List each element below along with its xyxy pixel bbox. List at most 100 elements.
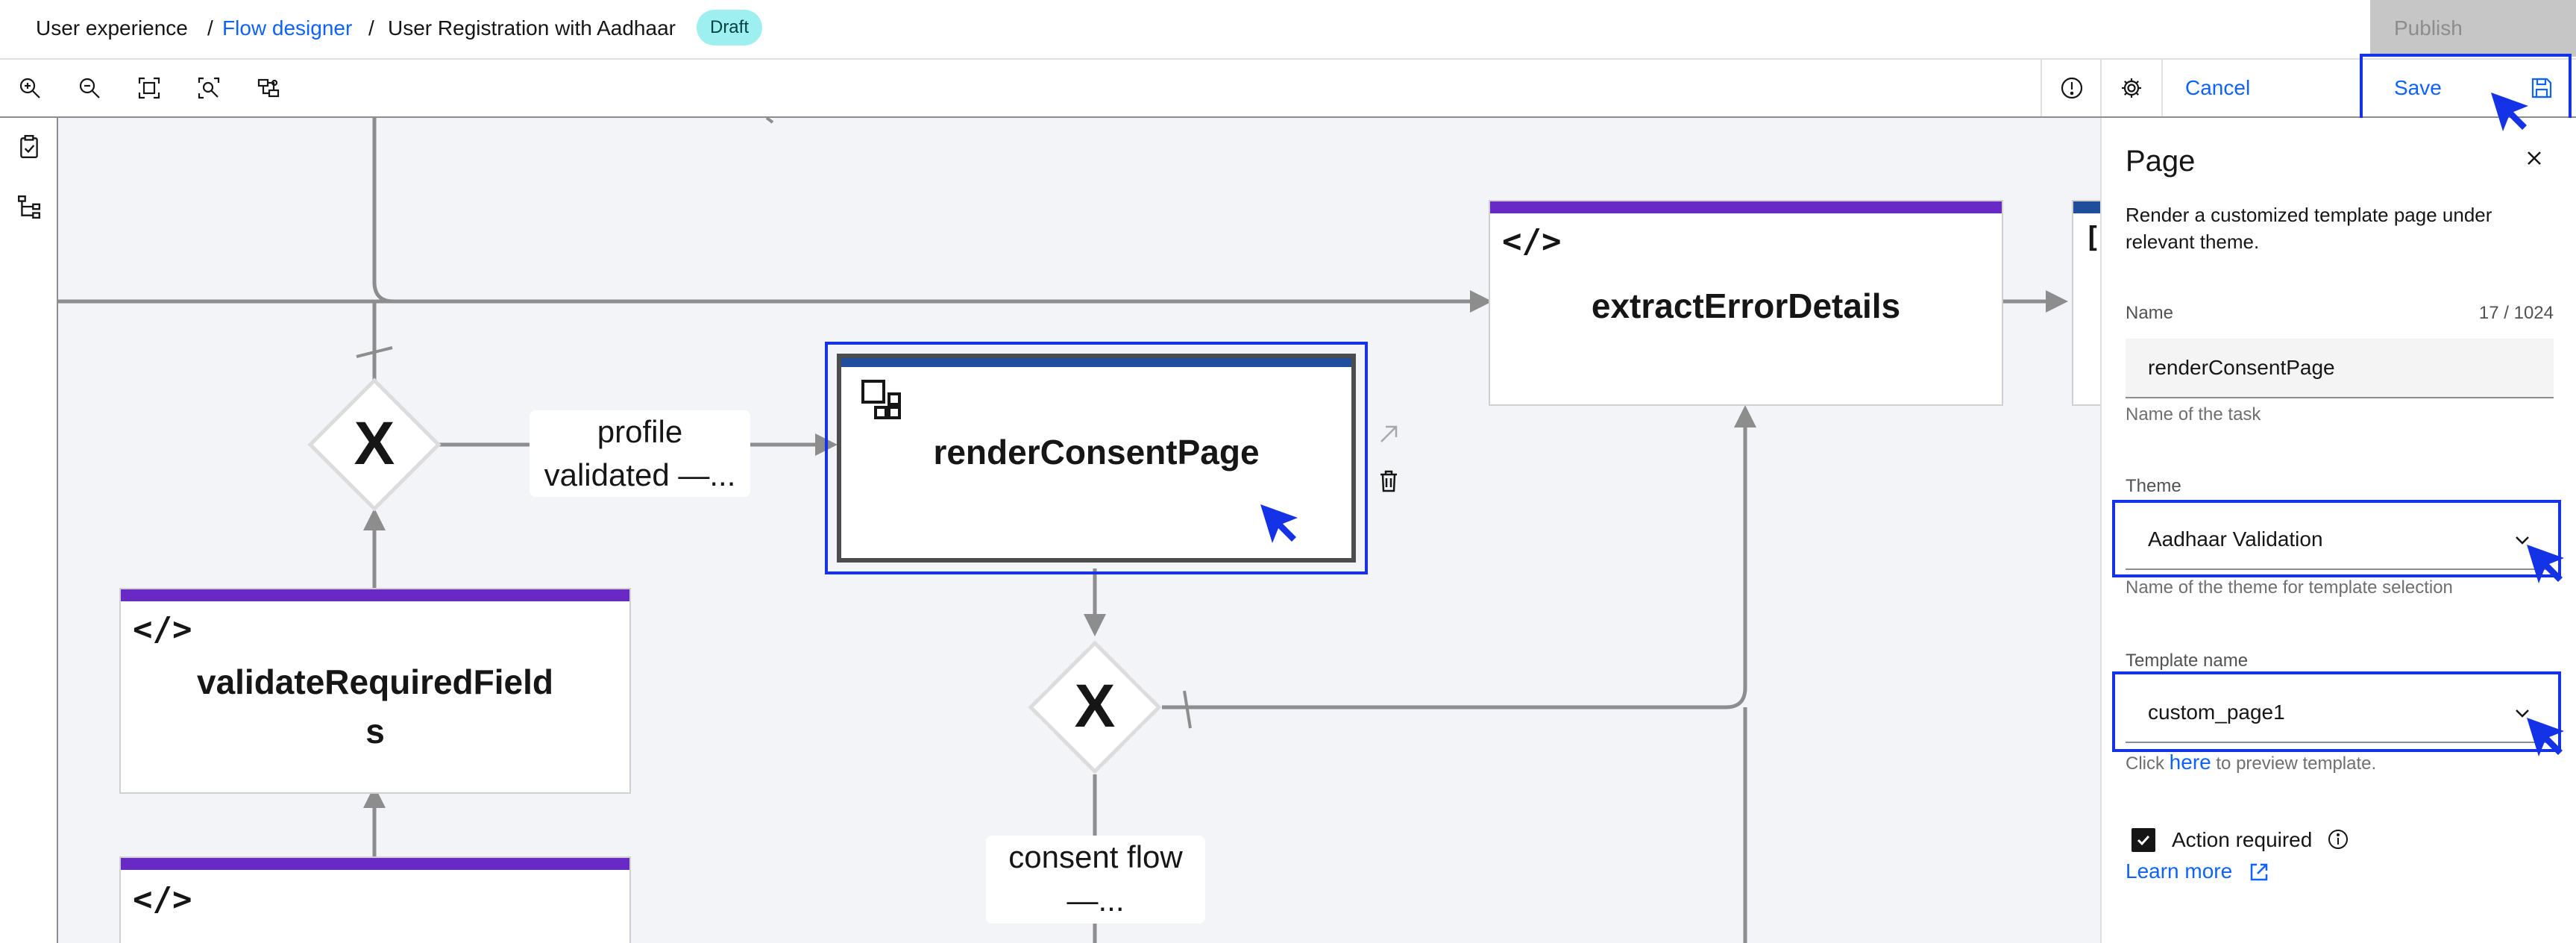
gear-icon (2122, 78, 2141, 98)
task-node-validate-required-fields[interactable]: </> validateRequiredField s (119, 588, 631, 794)
name-label: Name (2126, 303, 2174, 323)
chevron-down-icon (2516, 709, 2529, 718)
breadcrumb-separator: / (368, 16, 374, 40)
close-icon (2528, 151, 2541, 165)
breadcrumb-user-experience[interactable]: User experience (36, 16, 188, 40)
node-title: extractErrorDetails (1591, 286, 1901, 325)
theme-select-value: Aadhaar Validation (2148, 527, 2323, 551)
edge-label-line: profile (597, 414, 683, 449)
breadcrumb: User experience / Flow designer / User R… (0, 0, 2576, 58)
node-title-line: validateRequiredField (196, 662, 553, 701)
name-field[interactable]: renderConsentPage (2126, 339, 2554, 398)
edge-label-profile-validated[interactable]: profile validated —... (530, 410, 750, 497)
learn-more-link[interactable]: Learn more (2126, 859, 2233, 883)
status-badge: Draft (697, 10, 762, 46)
panel-description: Render a customized template page under … (2126, 204, 2492, 253)
panel-title: Page (2126, 145, 2196, 178)
toolbar-divider (2041, 60, 2042, 116)
flow-tree-icon (18, 195, 40, 219)
edge-gateway-to-extract[interactable] (1162, 405, 1756, 709)
exclusive-gateway[interactable]: X (307, 377, 442, 512)
theme-select[interactable]: Aadhaar Validation (2126, 510, 2554, 570)
info-icon[interactable] (2327, 828, 2349, 850)
code-icon: </> (1502, 222, 1562, 260)
gateway-label: X (1075, 672, 1116, 740)
name-char-count: 17 / 1024 (2478, 303, 2554, 323)
node-title: renderConsentPage (933, 433, 1260, 472)
pointer-cursor-icon (1260, 504, 1298, 543)
task-node-extract-error-details[interactable]: </> extractErrorDetails (1489, 200, 2003, 406)
action-required-checkbox[interactable] (2132, 828, 2155, 852)
node-type-bar (121, 589, 629, 601)
warning-icon (2061, 77, 2083, 99)
properties-panel: Page Render a customized template page u… (2100, 118, 2576, 943)
template-help-prefix: Click (2126, 754, 2164, 774)
save-button-label: Save (2394, 76, 2442, 99)
pointer-cursor-icon (2491, 93, 2528, 131)
edge-trunk-top[interactable] (372, 118, 395, 304)
node-title-line: s (365, 712, 385, 751)
zoom-area-icon (198, 77, 220, 99)
task-node-partial[interactable]: [ (2072, 200, 2100, 406)
flow-canvas[interactable]: X X profile validated —... consent flow … (58, 118, 2100, 943)
template-help-text: Click here to preview template. (2126, 751, 2376, 776)
save-icon (2531, 78, 2552, 98)
gateway-label: X (354, 410, 395, 477)
name-help-text: Name of the task (2126, 404, 2261, 424)
exclusive-gateway[interactable]: X (1028, 640, 1162, 774)
zoom-in-icon (19, 78, 40, 98)
template-name-select[interactable]: custom_page1 (2126, 683, 2554, 743)
canvas-toolbar: Cancel Save (0, 58, 2576, 118)
breadcrumb-flow-designer[interactable]: Flow designer (222, 16, 353, 40)
zoom-area-button[interactable] (179, 60, 239, 116)
toolbar-divider (2161, 60, 2163, 116)
pointer-cursor-icon (2527, 545, 2564, 583)
action-required-label: Action required (2172, 828, 2313, 851)
node-type-bar (121, 858, 629, 870)
page-template-icon (861, 380, 901, 419)
flow-tree-button[interactable] (10, 188, 48, 225)
breadcrumb-current-flow: User Registration with Aadhaar (388, 16, 676, 40)
edge-label-line: consent flow (1008, 839, 1183, 874)
name-field-value: renderConsentPage (2148, 356, 2335, 379)
task-node-bottom[interactable]: </> (119, 856, 631, 943)
trash-icon[interactable] (1378, 470, 1399, 492)
template-name-label: Template name (2126, 651, 2249, 671)
zoom-in-button[interactable] (0, 60, 60, 116)
edge-label-line: —... (1066, 883, 1125, 918)
zoom-out-button[interactable] (60, 60, 119, 116)
edge-default-tick (1183, 690, 1192, 729)
cancel-button[interactable]: Cancel (2185, 76, 2251, 99)
theme-label: Theme (2126, 476, 2181, 496)
page-template-icon: [ (2084, 221, 2100, 254)
task-list-button[interactable] (10, 128, 48, 166)
validation-button[interactable] (2042, 60, 2102, 116)
node-type-bar (1490, 201, 2002, 213)
zoom-out-icon (79, 78, 100, 98)
minimap-button[interactable] (239, 60, 298, 116)
save-button[interactable]: Save (2361, 60, 2572, 116)
launch-icon[interactable] (2248, 861, 2270, 883)
left-rail (0, 118, 58, 943)
chevron-down-icon (2516, 536, 2529, 545)
edge-default-tick (356, 346, 393, 358)
node-type-bar (841, 358, 1351, 367)
task-list-icon (20, 134, 38, 158)
fit-to-screen-button[interactable] (119, 60, 179, 116)
template-select-value: custom_page1 (2148, 701, 2285, 724)
pointer-cursor-icon (2527, 718, 2564, 756)
preview-template-link[interactable]: here (2169, 751, 2211, 774)
connect-arrow-icon[interactable] (1378, 424, 1399, 445)
minimap-icon (257, 78, 280, 98)
publish-button[interactable]: Publish (2370, 0, 2576, 57)
edge-fragment (765, 118, 774, 124)
code-icon: </> (133, 880, 192, 918)
toolbar-divider (2100, 60, 2102, 116)
edge-label-line: validated —... (544, 457, 736, 492)
settings-button[interactable] (2102, 60, 2161, 116)
edge-label-consent-flow[interactable]: consent flow —... (986, 836, 1205, 924)
code-icon: </> (133, 610, 192, 648)
fit-to-screen-icon (138, 77, 160, 99)
node-type-bar (2073, 201, 2100, 213)
close-panel-button[interactable] (2516, 140, 2552, 176)
